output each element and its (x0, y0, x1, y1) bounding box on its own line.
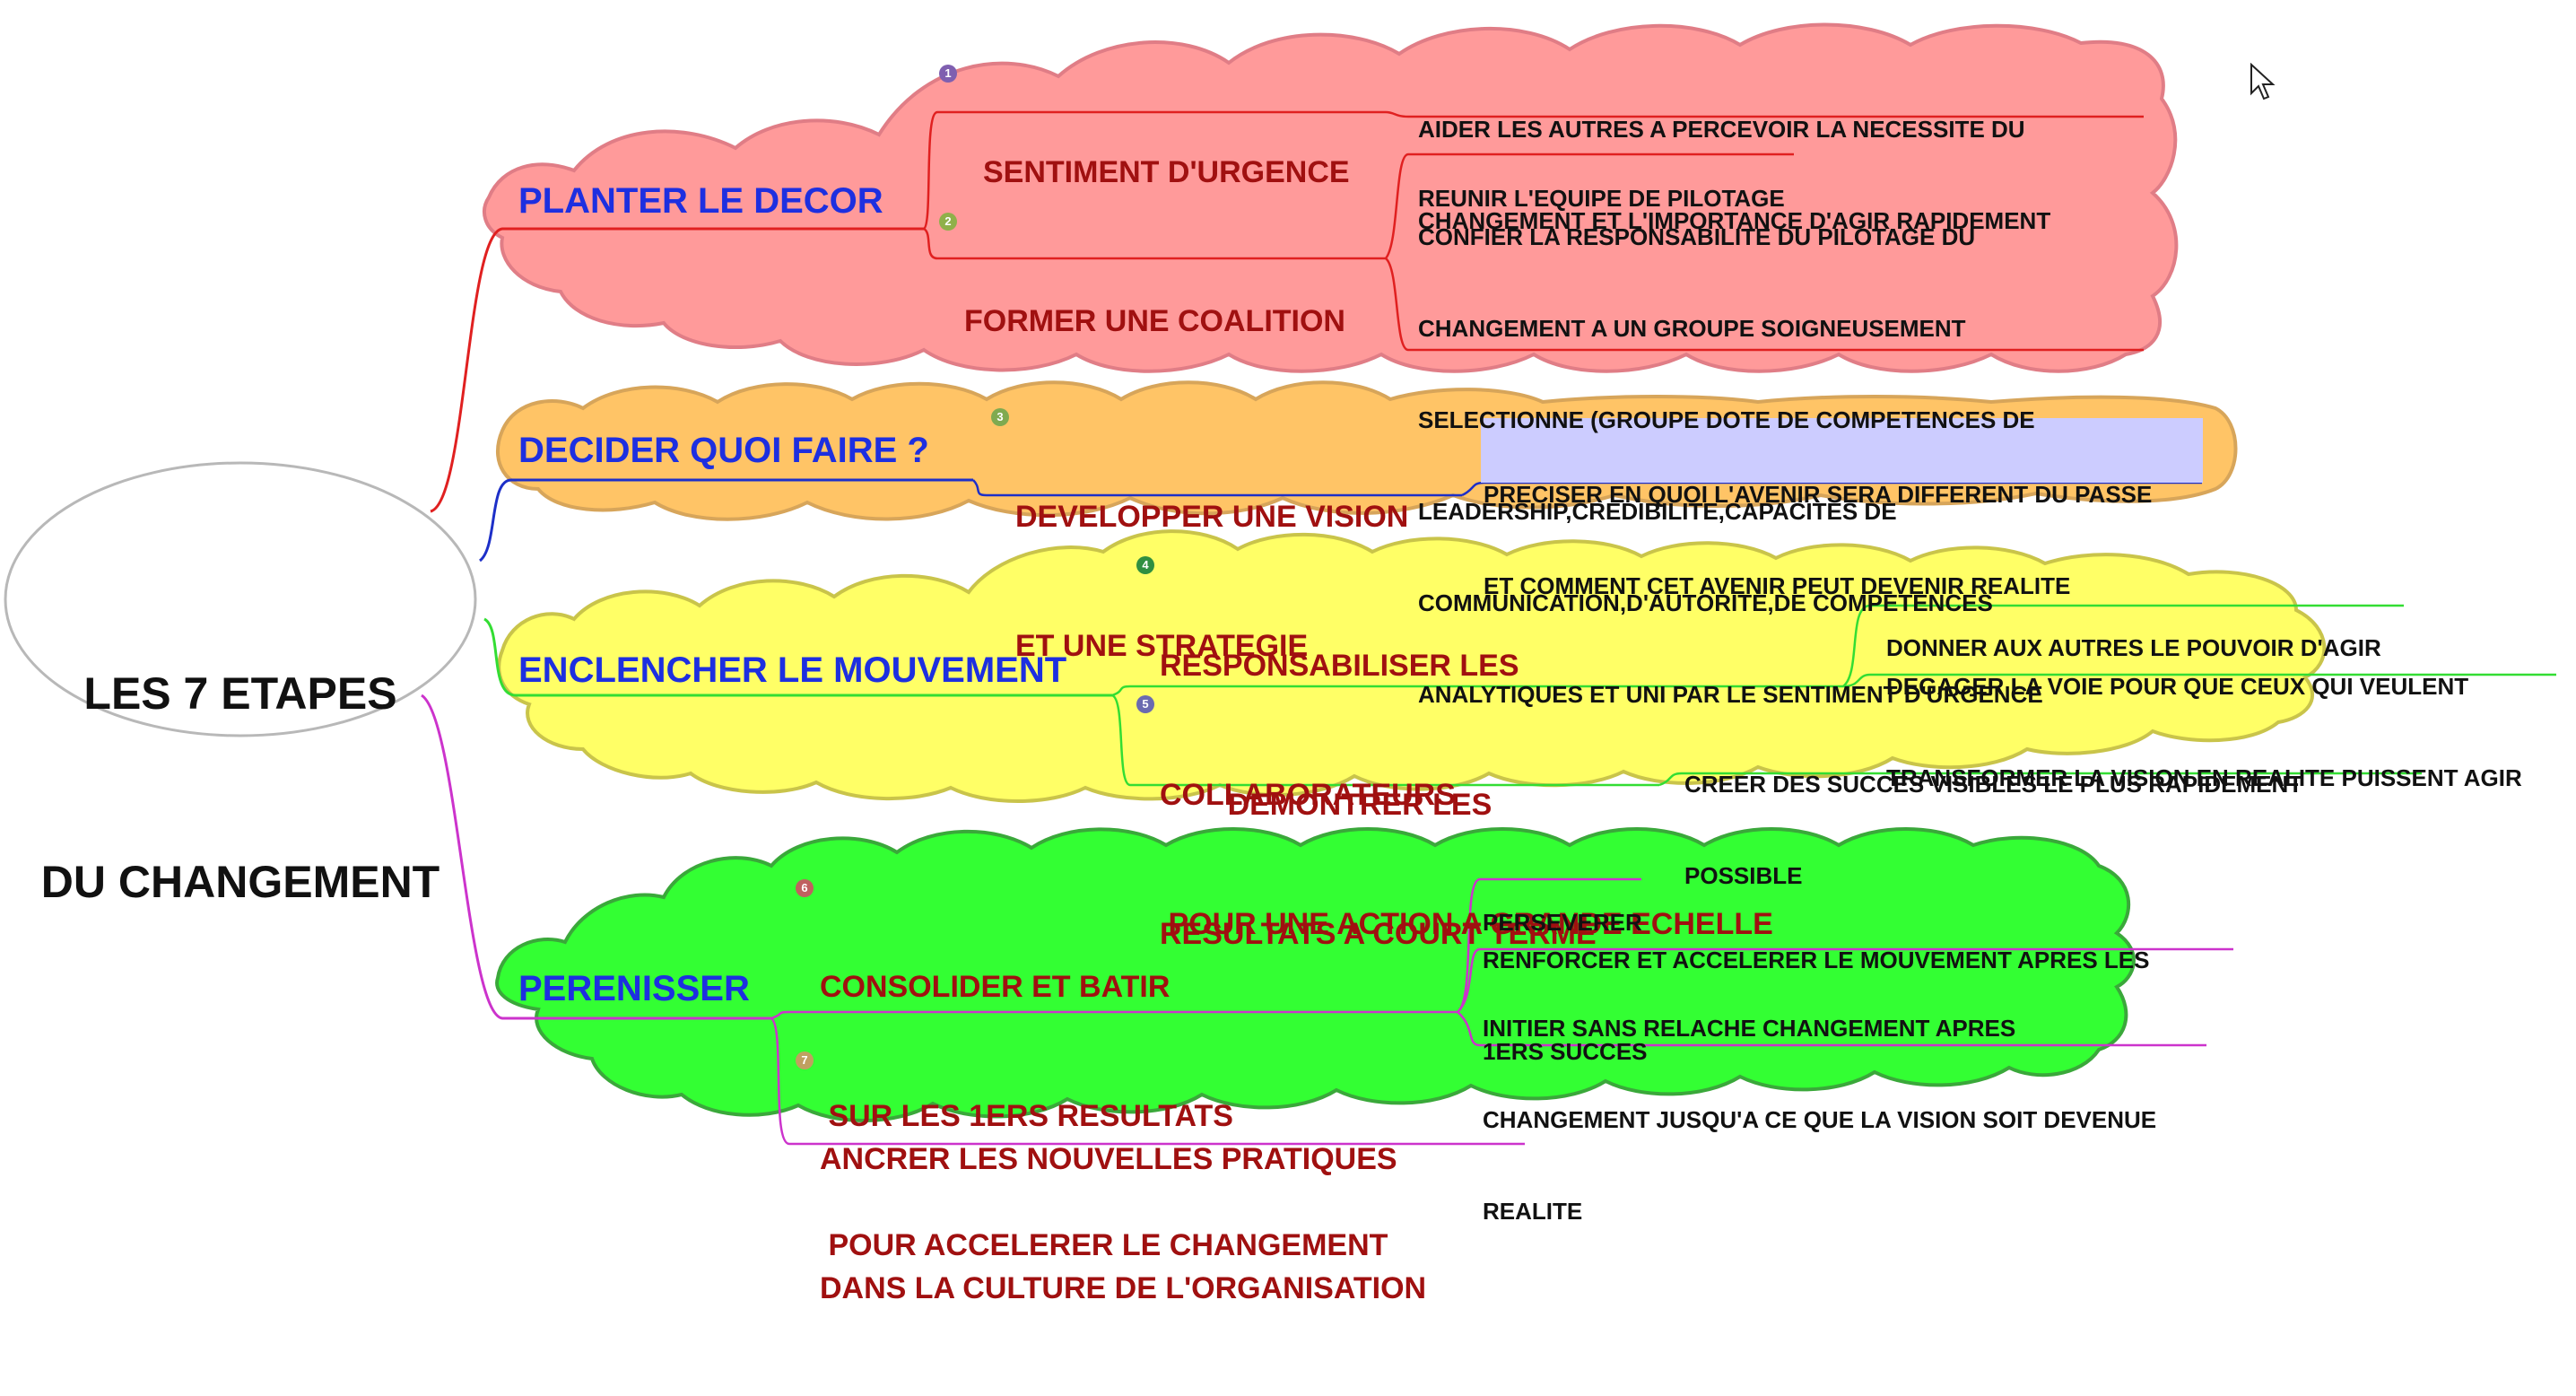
connector-detail-6b (1457, 947, 2233, 1013)
detail-preciser-avenir[interactable]: PRECISER EN QUOI L'AVENIR SERA DIFFERENT… (1484, 418, 2152, 662)
detail-perseverer[interactable]: PERSEVERER (1483, 846, 1642, 999)
mind-map-canvas (4, 22, 2556, 1146)
detail-6c-line-2: CHANGEMENT JUSQU'A CE QUE LA VISION SOIT… (1483, 1106, 2157, 1133)
detail-6c-line-3: REALITE (1483, 1198, 1583, 1225)
step-2-line-1: FORMER UNE COALITION (964, 304, 1345, 338)
step-4-line-3: POUR UNE ACTION A GRANDE ECHELLE (1160, 907, 1773, 941)
detail-degager-voie[interactable]: DEGAGER LA VOIE POUR QUE CEUX QUI VEULEN… (1886, 610, 2522, 854)
connector-branch-4 (421, 694, 771, 1020)
detail-2a-line-1: REUNIR L'EQUIPE DE PILOTAGE (1418, 185, 1785, 212)
step-badge-7: 7 (796, 1051, 814, 1069)
detail-4b-line-1: DEGAGER LA VOIE POUR QUE CEUX QUI VEULEN… (1886, 673, 2469, 700)
detail-2b-line-5: COMMUNICATION,D'AUTORITE,DE COMPETENCES (1418, 589, 1993, 616)
detail-2b-line-2: CHANGEMENT A UN GROUPE SOIGNEUSEMENT (1418, 315, 1966, 342)
detail-donner-pouvoir[interactable]: DONNER AUX AUTRES LE POUVOIR D'AGIR (1886, 571, 2381, 724)
detail-2b-line-6: ANALYTIQUES ET UNI PAR LE SENTIMENT D'UR… (1418, 681, 2043, 708)
connector-detail-2b (1385, 257, 2144, 352)
connector-step-2 (923, 227, 1386, 260)
detail-1a-line-2: CHANGEMENT ET L'IMPORTANCE D'AGIR RAPIDE… (1418, 207, 2051, 234)
detail-2b-line-3: SELECTIONNE (GROUPE DOTE DE COMPETENCES … (1418, 406, 2035, 433)
connector-detail-1a (1385, 110, 2144, 118)
connector-detail-4a (1842, 604, 2404, 687)
connector-step-6 (770, 1010, 1458, 1020)
connector-detail-6a (1457, 877, 1641, 1014)
detail-5a-line-1: CREER DES SUCCES VISIBLES LE PLUS RAPIDE… (1684, 771, 2303, 798)
step-badge-5: 5 (1136, 695, 1154, 713)
connector-detail-2a (1384, 153, 1794, 259)
step-label-demontrer-resultats[interactable]: DEMONTRER LES RESULTATS A COURT TERME (1160, 697, 1597, 1042)
connector-step-3 (972, 479, 1462, 497)
connector-detail-4b (1842, 673, 2556, 688)
center-title: LES 7 ETAPES DU CHANGEMENT (9, 537, 472, 1039)
detail-5a-line-2: POSSIBLE (1684, 862, 1803, 889)
mind-map: LES 7 ETAPES DU CHANGEMENT PLANTER LE DE… (4, 22, 2556, 1305)
cloud-enclencher-le-mouvement (497, 529, 2327, 803)
detail-3a-line-2: ET COMMENT CET AVENIR PEUT DEVENIR REALI… (1484, 572, 2071, 599)
step-label-former-coalition[interactable]: FORMER UNE COALITION (964, 214, 1345, 429)
step-badge-1: 1 (939, 65, 957, 83)
detail-2b-line-1: CONFIER LA RESPONSABILITE DU PILOTAGE DU (1418, 223, 1976, 250)
detail-1a-line-1: AIDER LES AUTRES A PERCEVOIR LA NECESSIT… (1418, 116, 2025, 143)
detail-4b-line-2: TRANSFORMER LA VISION EN REALITE PUISSEN… (1886, 764, 2522, 791)
step-1-line-1: SENTIMENT D'URGENCE (983, 155, 1350, 189)
center-title-line-2: DU CHANGEMENT (40, 857, 440, 907)
step-label-developper-vision[interactable]: DEVELOPPER UNE VISION ET UNE STRATEGIE (1015, 409, 1408, 754)
mouse-cursor-icon (2250, 63, 2276, 100)
step-6-line-2: SUR LES 1ERS RESULTATS (820, 1099, 1233, 1133)
connector-step-4 (1111, 685, 1843, 697)
detail-initier-sans-relache[interactable]: INITIER SANS RELACHE CHANGEMENT APRES CH… (1483, 952, 2156, 1287)
connector-detail-5a (1658, 772, 2422, 787)
cloud-decider-quoi-faire (496, 380, 2238, 521)
branch-label-planter-le-decor[interactable]: PLANTER LE DECOR (518, 181, 883, 221)
detail-highlight-3a (1481, 418, 2203, 483)
detail-6b-line-1: RENFORCER ET ACCELERER LE MOUVEMENT APRE… (1483, 947, 2150, 973)
step-6-line-1: CONSOLIDER ET BATIR (820, 970, 1171, 1004)
step-3-line-1: DEVELOPPER UNE VISION (1015, 500, 1409, 534)
detail-6a-line-1: PERSEVERER (1483, 909, 1642, 936)
connector-branch-3 (483, 617, 1112, 697)
connector-step-1 (922, 110, 1386, 231)
detail-6c-line-1: INITIER SANS RELACHE CHANGEMENT APRES (1483, 1015, 2016, 1042)
connector-step-7 (770, 1016, 1525, 1146)
cloud-perenisser (495, 827, 2136, 1122)
connector-detail-6c (1457, 1011, 2206, 1047)
detail-2b-line-4: LEADERSHIP,CREDIBILITE,CAPACITES DE (1418, 498, 1897, 525)
connector-step-5 (1111, 694, 1659, 787)
step-badge-4: 4 (1136, 556, 1154, 574)
detail-reunir-equipe[interactable]: REUNIR L'EQUIPE DE PILOTAGE (1418, 122, 1785, 275)
step-4-line-2: COLLABORATEURS (1160, 778, 1456, 812)
detail-confier-responsabilite[interactable]: CONFIER LA RESPONSABILITE DU PILOTAGE DU… (1418, 161, 2043, 771)
step-label-ancrer-pratiques[interactable]: ANCRER LES NOUVELLES PRATIQUES DANS LA C… (820, 1051, 1426, 1396)
step-badge-3: 3 (991, 408, 1009, 426)
step-label-responsabiliser[interactable]: RESPONSABILISER LES COLLABORATEURS POUR … (1160, 558, 1773, 1032)
step-badge-2: 2 (939, 213, 957, 231)
detail-renforcer-accelerer[interactable]: RENFORCER ET ACCELERER LE MOUVEMENT APRE… (1483, 884, 2149, 1128)
detail-3a-line-1: PRECISER EN QUOI L'AVENIR SERA DIFFERENT… (1484, 481, 2153, 508)
center-title-line-1: LES 7 ETAPES (83, 668, 397, 719)
connector-branch-1 (430, 227, 924, 513)
branch-label-decider-quoi-faire[interactable]: DECIDER QUOI FAIRE ? (518, 431, 929, 470)
step-badge-6: 6 (796, 879, 814, 897)
detail-4a-line-1: DONNER AUX AUTRES LE POUVOIR D'AGIR (1886, 634, 2381, 661)
step-5-line-2: RESULTATS A COURT TERME (1160, 917, 1597, 951)
branch-label-enclencher-le-mouvement[interactable]: ENCLENCHER LE MOUVEMENT (518, 650, 1067, 690)
step-label-sentiment-urgence[interactable]: SENTIMENT D'URGENCE (983, 65, 1350, 280)
step-3-line-2: ET UNE STRATEGIE (1015, 629, 1309, 663)
step-4-line-1: RESPONSABILISER LES (1160, 649, 1519, 683)
step-5-line-1: DEMONTRER LES (1160, 788, 1493, 822)
cloud-planter-le-decor (483, 22, 2179, 373)
connector-branch-2 (478, 478, 973, 563)
detail-aider-les-autres[interactable]: AIDER LES AUTRES A PERCEVOIR LA NECESSIT… (1418, 53, 2050, 297)
center-node[interactable] (4, 461, 477, 737)
step-7-line-2: DANS LA CULTURE DE L'ORGANISATION (820, 1271, 1427, 1305)
detail-6b-line-2: 1ERS SUCCES (1483, 1038, 1648, 1065)
detail-creer-succes[interactable]: CREER DES SUCCES VISIBLES LE PLUS RAPIDE… (1684, 708, 2302, 952)
step-7-line-1: ANCRER LES NOUVELLES PRATIQUES (820, 1142, 1397, 1176)
branch-label-perenisser[interactable]: PERENISSER (518, 969, 750, 1008)
